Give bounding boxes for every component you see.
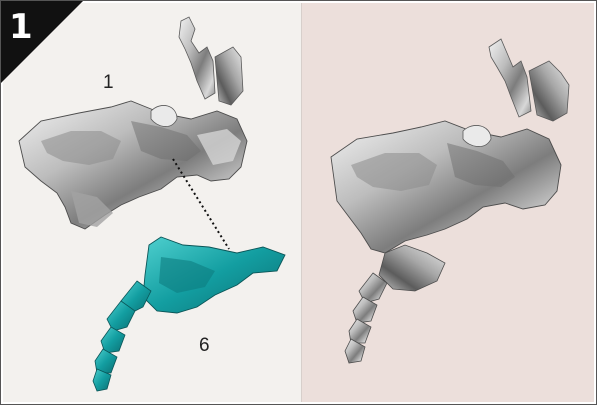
part-label-main: 1 (103, 73, 114, 93)
teal-chain-fragment-icon (93, 237, 285, 391)
part-label-secondary: 6 (199, 336, 210, 356)
step-number: 1 (9, 7, 41, 47)
assembled-metal-sculpture-icon (331, 39, 569, 363)
